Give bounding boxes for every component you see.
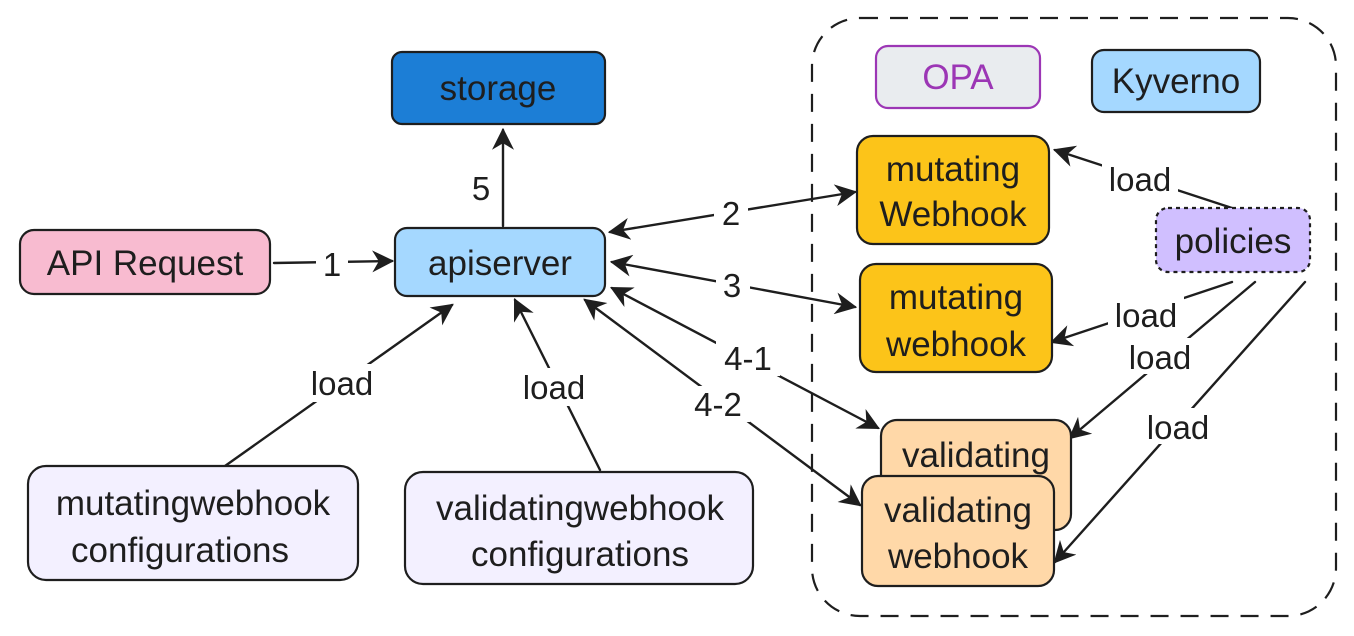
mutating-webhook-1-node: mutating Webhook — [855, 134, 1051, 246]
storage-box — [390, 50, 607, 126]
edge-2-label: 2 — [722, 195, 740, 232]
opa-label: OPA — [922, 58, 994, 97]
validatingwebhook-configurations-node: validatingwebhook configurations — [403, 470, 755, 586]
mutatingwebhook-configurations-line1: mutatingwebhook — [56, 484, 331, 523]
mutating-webhook-2-box — [858, 262, 1054, 374]
api-request-node: API Request — [18, 228, 272, 296]
edge-5-label: 5 — [472, 170, 490, 207]
edge-load-validating-config-label: load — [523, 369, 585, 406]
mutating-webhook-1-line1: mutating — [886, 150, 1020, 189]
api-request-label: API Request — [47, 244, 244, 283]
mutatingwebhook-configurations-node: mutatingwebhook configurations — [26, 464, 360, 582]
edge-load-policy-validating-2-label: load — [1147, 409, 1209, 446]
apiserver-box — [393, 226, 607, 298]
kyverno-label: Kyverno — [1112, 62, 1240, 101]
policies-box — [1154, 206, 1312, 274]
edge-4-1-label: 4-1 — [724, 340, 772, 377]
kyverno-node: Kyverno — [1090, 48, 1262, 114]
opa-box — [874, 44, 1042, 110]
edge-load-policy-mutating-2-label: load — [1115, 297, 1177, 334]
storage-label: storage — [440, 69, 557, 108]
apiserver-node: apiserver — [393, 226, 607, 298]
validatingwebhook-configurations-line2: configurations — [471, 535, 689, 574]
mutating-webhook-2-line2: webhook — [885, 325, 1027, 364]
policies-node: policies — [1154, 206, 1312, 274]
mutatingwebhook-configurations-line2: configurations — [71, 531, 289, 570]
storage-node: storage — [390, 50, 607, 126]
edge-load-mutating-config-label: load — [311, 365, 373, 402]
validating-webhook-2-node: validating webhook — [860, 474, 1056, 588]
apiserver-label: apiserver — [428, 244, 572, 283]
validatingwebhook-configurations-box — [403, 470, 755, 586]
edge-1-label: 1 — [323, 246, 341, 283]
validating-webhook-2-line2: webhook — [887, 537, 1029, 576]
edge-4-2-label: 4-2 — [694, 386, 742, 423]
validating-webhook-2-box — [860, 474, 1056, 588]
mutatingwebhook-configurations-box — [26, 464, 360, 582]
validatingwebhook-configurations-line1: validatingwebhook — [436, 489, 724, 528]
validating-webhook-2-line1: validating — [884, 491, 1032, 530]
mutating-webhook-1-box — [855, 134, 1051, 246]
api-request-box — [18, 228, 272, 296]
validating-1-label: validating — [902, 436, 1050, 475]
edge-load-policy-validating-1-label: load — [1129, 339, 1191, 376]
opa-node: OPA — [874, 44, 1042, 110]
edge-3-label: 3 — [723, 267, 741, 304]
mutating-webhook-2-node: mutating webhook — [858, 262, 1054, 374]
kyverno-box — [1090, 48, 1262, 114]
policies-label: policies — [1175, 222, 1292, 261]
mutating-webhook-2-line1: mutating — [889, 278, 1023, 317]
mutating-webhook-1-line2: Webhook — [879, 195, 1027, 234]
edge-load-policy-mutating-1-label: load — [1109, 161, 1171, 198]
